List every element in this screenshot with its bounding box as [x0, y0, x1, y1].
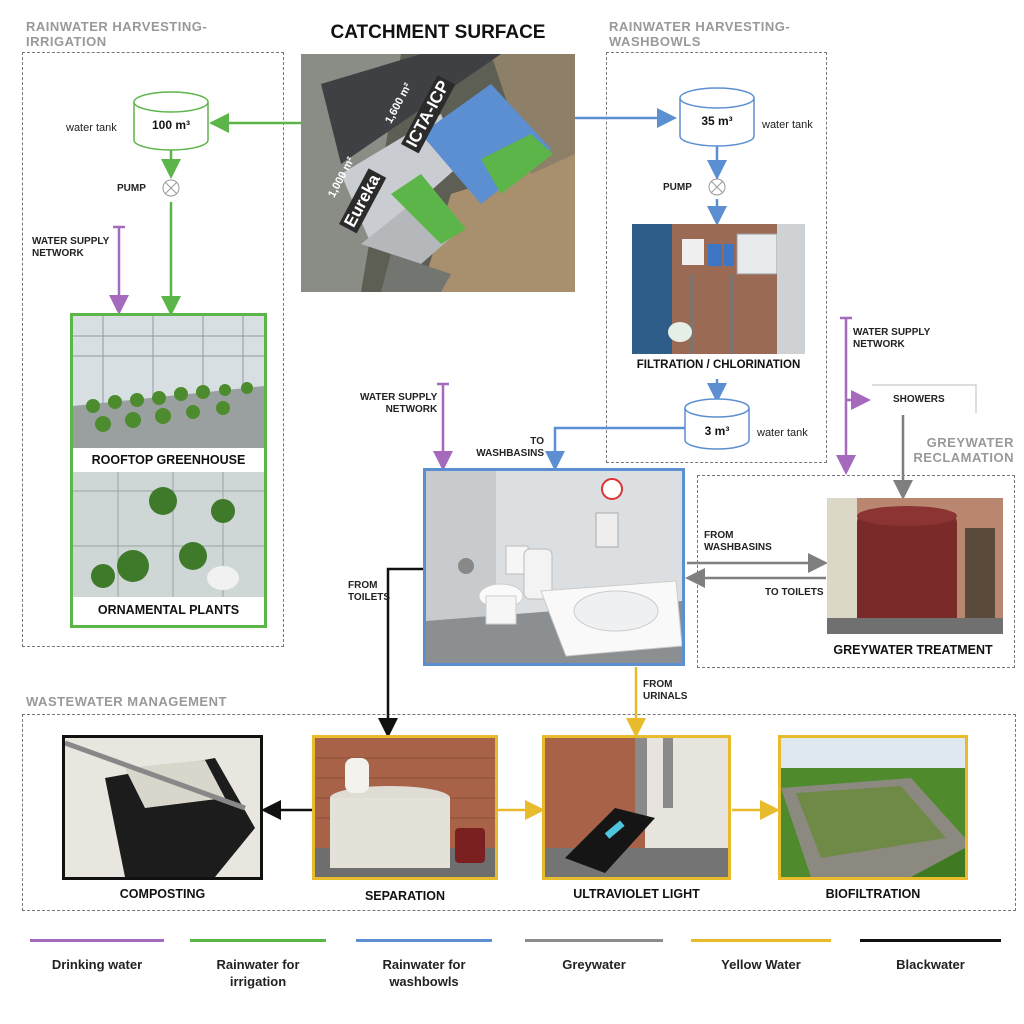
section-rh-irrigation: RAINWATER HARVESTING- IRRIGATION [26, 19, 208, 49]
greywater-tank-illustration [827, 498, 1003, 634]
grey-flow-showers-divider [872, 384, 977, 413]
separation-photo [312, 735, 498, 880]
tank-washbowls-volume: 35 m³ [701, 114, 733, 128]
biofiltration-illustration [781, 738, 965, 877]
legend-text-rain-irrigation: Rainwater for irrigation [216, 957, 300, 989]
caption-biofiltration: BIOFILTRATION [825, 887, 921, 901]
caption-composting: COMPOSTING [119, 887, 206, 901]
from-washbasins-label: FROM WASHBASINS [704, 530, 772, 553]
legend-text-rain-washbowls: Rainwater for washbowls [382, 957, 466, 989]
composting-illustration [65, 738, 260, 877]
tank-irrigation-shape [133, 91, 209, 151]
composting-photo [62, 735, 263, 880]
pump-irrigation-symbol [162, 179, 180, 197]
caption-separation: SEPARATION [364, 889, 446, 903]
catchment-aerial-photo: 1,600 m² ICTA-ICP 1,000 m² Eureka [301, 54, 575, 292]
filtration-illustration [632, 224, 805, 354]
diagram-title: CATCHMENT SURFACE [330, 22, 546, 43]
blue-flow-small-tank-to-washbasins [545, 426, 685, 471]
to-washbasins-label: TO WASHBASINS [476, 436, 544, 459]
to-toilets-label: TO TOILETS [765, 587, 824, 598]
pump-washbowls-symbol [708, 178, 726, 196]
caption-filtration: FILTRATION / CHLORINATION [636, 359, 801, 371]
tank-irrigation-label: water tank [66, 122, 117, 134]
tank-washbowls-label: water tank [762, 119, 813, 131]
greenhouse-illustration [73, 316, 264, 597]
section-wastewater: WASTEWATER MANAGEMENT [26, 694, 227, 709]
showers-label: SHOWERS [893, 394, 945, 405]
pump-irrigation-label: PUMP [117, 183, 146, 194]
toilet-room-photo [423, 468, 685, 666]
from-urinals-label: FROM URINALS [643, 679, 688, 702]
black-flow-toilets-to-separation [378, 567, 423, 738]
section-rh-washbowls: RAINWATER HARVESTING- WASHBOWLS [609, 19, 791, 49]
uv-illustration [545, 738, 728, 877]
greywater-treatment-photo [827, 498, 1003, 634]
legend-line-drinking [30, 939, 164, 942]
from-toilets-label: FROM TOILETS [348, 580, 391, 603]
toilet-illustration [426, 471, 682, 663]
tank-washbowls-shape [679, 87, 755, 147]
box-rh-irrigation [22, 52, 284, 647]
caption-ultraviolet: ULTRAVIOLET LIGHT [573, 887, 700, 901]
caption-ornamental-plants: ORNAMENTAL PLANTS [73, 599, 264, 621]
legend-line-black [860, 939, 1001, 942]
water-supply-label-right: WATER SUPPLY NETWORK [853, 327, 931, 350]
caption-rooftop-greenhouse: ROOFTOP GREENHOUSE [73, 449, 264, 471]
filtration-photo [632, 224, 805, 354]
tank-small-shape [684, 398, 750, 450]
tank-small-label: water tank [757, 427, 808, 439]
water-supply-label-center: WATER SUPPLY NETWORK [360, 392, 438, 415]
legend-text-greywater: Greywater [562, 957, 626, 972]
caption-greywater-treatment: GREYWATER TREATMENT [833, 643, 993, 657]
tank-small-volume: 3 m³ [704, 424, 730, 438]
box-wastewater [22, 714, 1016, 911]
legend-line-rain-washbowls [356, 939, 492, 942]
legend-line-greywater [525, 939, 663, 942]
legend-line-yellow [691, 939, 831, 942]
legend-text-drinking: Drinking water [51, 957, 143, 972]
section-greywater: GREYWATER RECLAMATION [913, 435, 1014, 465]
tank-irrigation-volume: 100 m³ [151, 118, 191, 132]
greenhouse-panel: ROOFTOP GREENHOUSE ORNAMENTAL PLANTS [70, 313, 267, 628]
separation-illustration [315, 738, 495, 877]
water-supply-label-left: WATER SUPPLY NETWORK [32, 236, 110, 259]
pump-washbowls-label: PUMP [663, 182, 692, 193]
legend-line-rain-irrigation [190, 939, 326, 942]
uv-photo [542, 735, 731, 880]
legend-text-yellow: Yellow Water [721, 957, 801, 972]
biofiltration-photo [778, 735, 968, 880]
legend-text-black: Blackwater [896, 957, 965, 972]
box-rh-washbowls [606, 52, 827, 463]
